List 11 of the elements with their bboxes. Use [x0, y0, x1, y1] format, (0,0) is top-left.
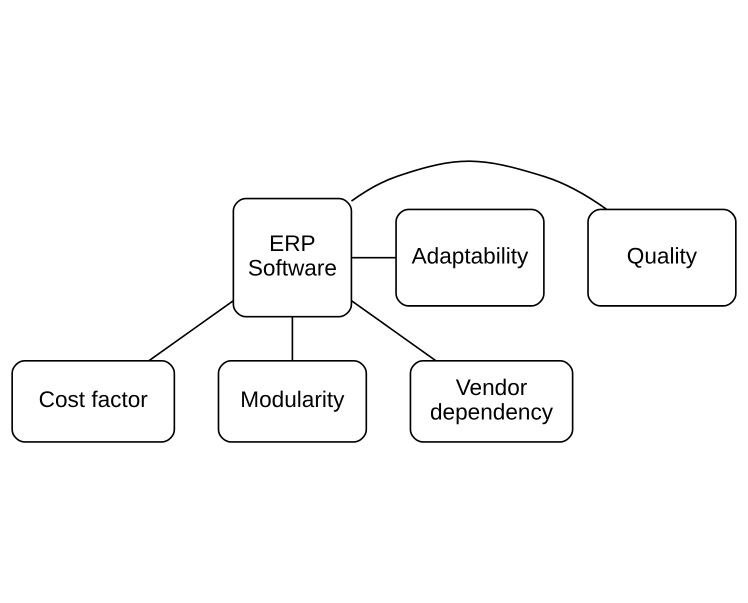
node-box: ERP Software [232, 198, 352, 318]
node-box: Quality [587, 208, 737, 307]
connector [148, 300, 234, 362]
connector [351, 300, 436, 362]
node-box: Vendor dependency [410, 360, 574, 443]
node-box: Modularity [218, 360, 368, 443]
node-box: Adaptability [395, 208, 545, 307]
connector [292, 316, 294, 361]
node-box: Cost factor [11, 360, 176, 443]
connector [350, 160, 607, 210]
connector [352, 256, 396, 258]
